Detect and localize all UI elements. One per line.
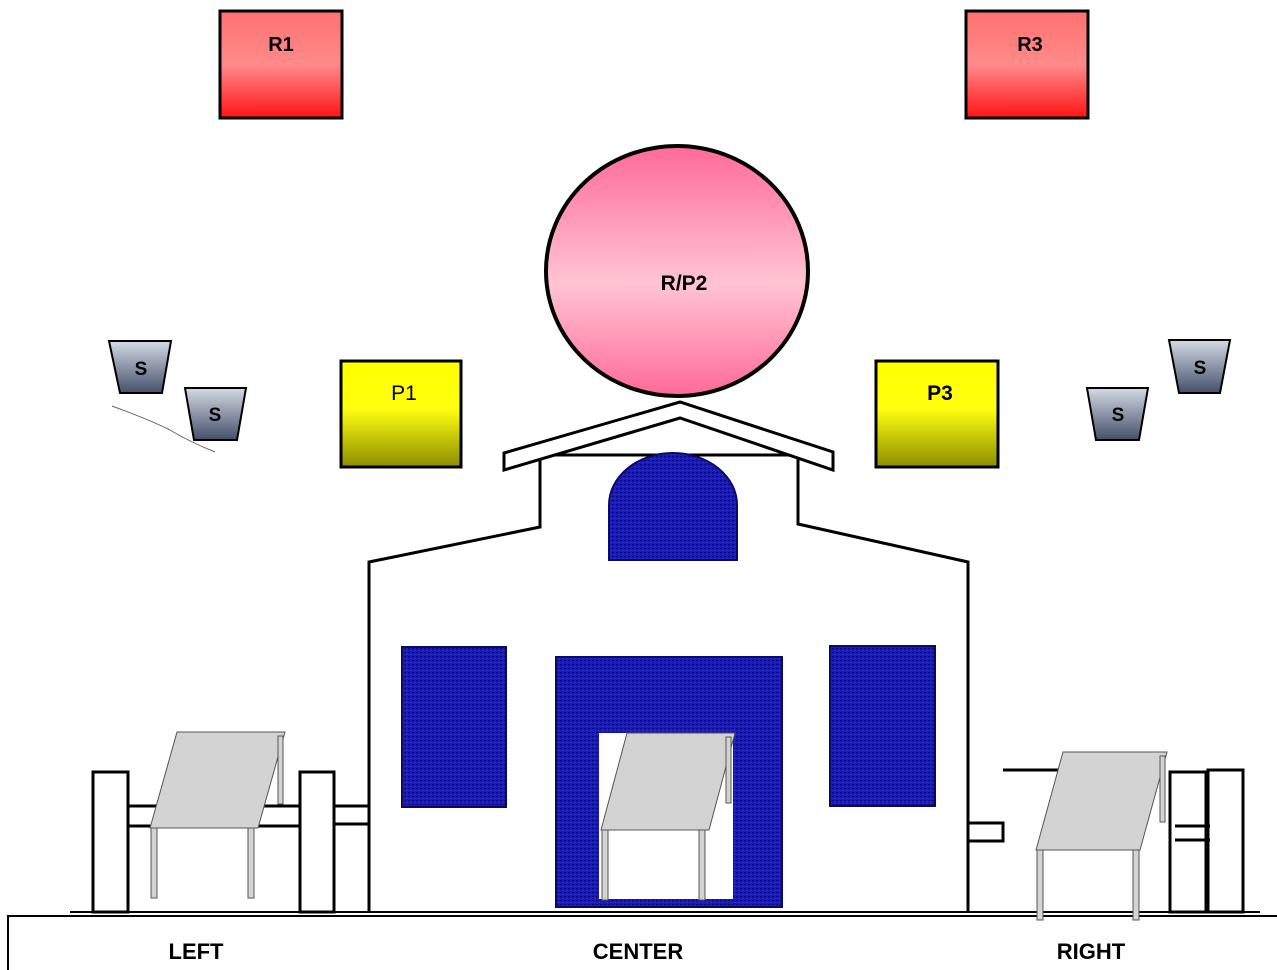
right-table xyxy=(1035,751,1168,921)
p3-label: P3 xyxy=(927,382,953,405)
speaker-right-2: S xyxy=(1085,387,1150,441)
r3-label: R3 xyxy=(1017,34,1043,56)
speaker-left-1: S xyxy=(107,340,173,394)
speaker-left-2: S xyxy=(183,387,248,441)
p3-box: P3 xyxy=(874,359,1000,469)
speaker-right-1: S xyxy=(1167,339,1232,394)
position-left-label: LEFT xyxy=(169,939,225,964)
arched-window xyxy=(608,452,738,561)
p1-label: P1 xyxy=(391,382,417,405)
left-table xyxy=(149,731,286,899)
stage-front xyxy=(7,915,1277,970)
r1-box: R1 xyxy=(218,9,344,120)
position-right-label: RIGHT xyxy=(1057,939,1126,964)
speaker-left-2-label: S xyxy=(209,405,222,426)
right-fence xyxy=(966,768,1245,914)
right-window xyxy=(829,645,936,807)
r1-label: R1 xyxy=(268,34,294,56)
sketch-mark xyxy=(111,405,216,453)
center-table xyxy=(600,732,736,901)
speaker-left-1-label: S xyxy=(135,359,148,380)
rp2-circle: R/P2 xyxy=(544,144,810,398)
speaker-right-1-label: S xyxy=(1194,358,1207,379)
left-window xyxy=(401,646,507,808)
r3-box: R3 xyxy=(964,9,1090,120)
speaker-right-2-label: S xyxy=(1112,405,1125,426)
position-center-label: CENTER xyxy=(593,939,684,964)
left-fence xyxy=(91,770,371,914)
roof xyxy=(502,400,835,473)
rp2-label: R/P2 xyxy=(661,272,708,295)
p1-box: P1 xyxy=(339,359,463,469)
